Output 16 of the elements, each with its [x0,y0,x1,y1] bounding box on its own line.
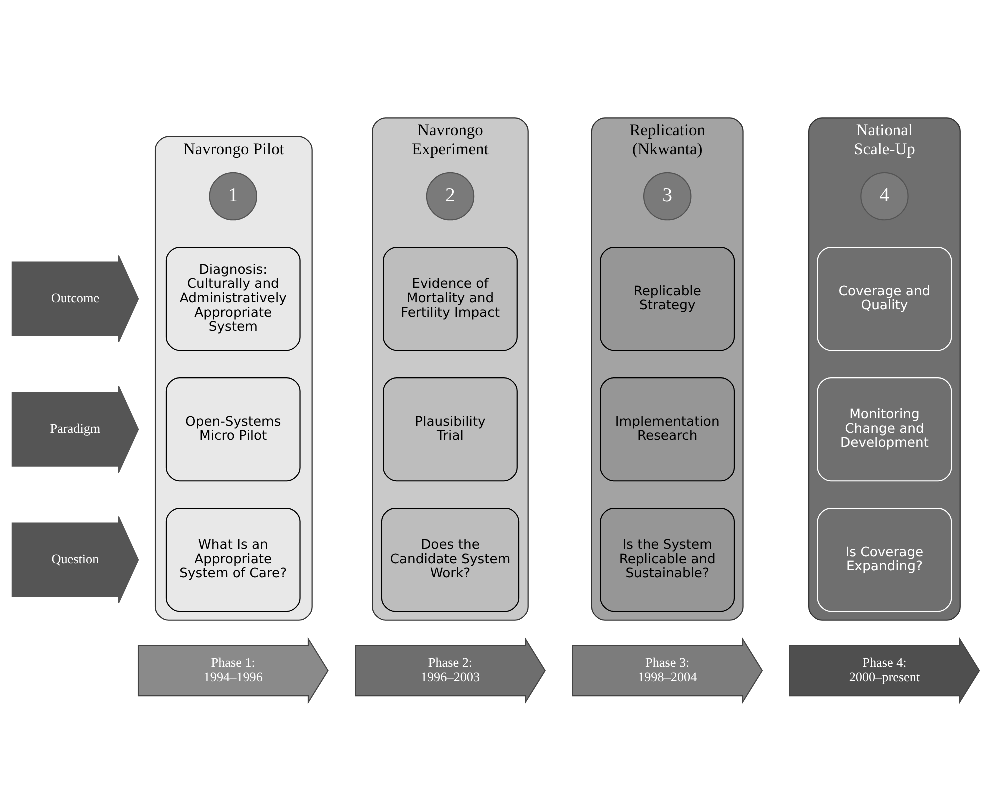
node-box: What Is an Appropriate System of Care? [166,507,301,612]
node-circle: 4 [860,172,909,220]
node-box: Diagnosis: Culturally and Administratively Appropriate System [166,246,301,351]
node-box: Does the Candidate System Work? [381,507,520,612]
node-box: Coverage and Quality [817,246,952,351]
node-box: Open-Systems Micro Pilot [166,377,301,482]
node-circle: 2 [426,172,475,220]
node-box: Implementation Research [600,377,736,482]
node-box: Is the System Replicable and Sustainable? [600,507,736,612]
node-circle: 3 [643,172,692,220]
node-box: Is Coverage Expanding? [817,507,952,612]
node-circle: 1 [209,172,258,220]
node-box: Replicable Strategy [600,246,736,351]
node-box: Plausibility Trial [383,377,518,482]
node-box: Monitoring Change and Development [817,377,952,482]
node-box: Evidence of Mortality and Fertility Impact [383,246,518,351]
